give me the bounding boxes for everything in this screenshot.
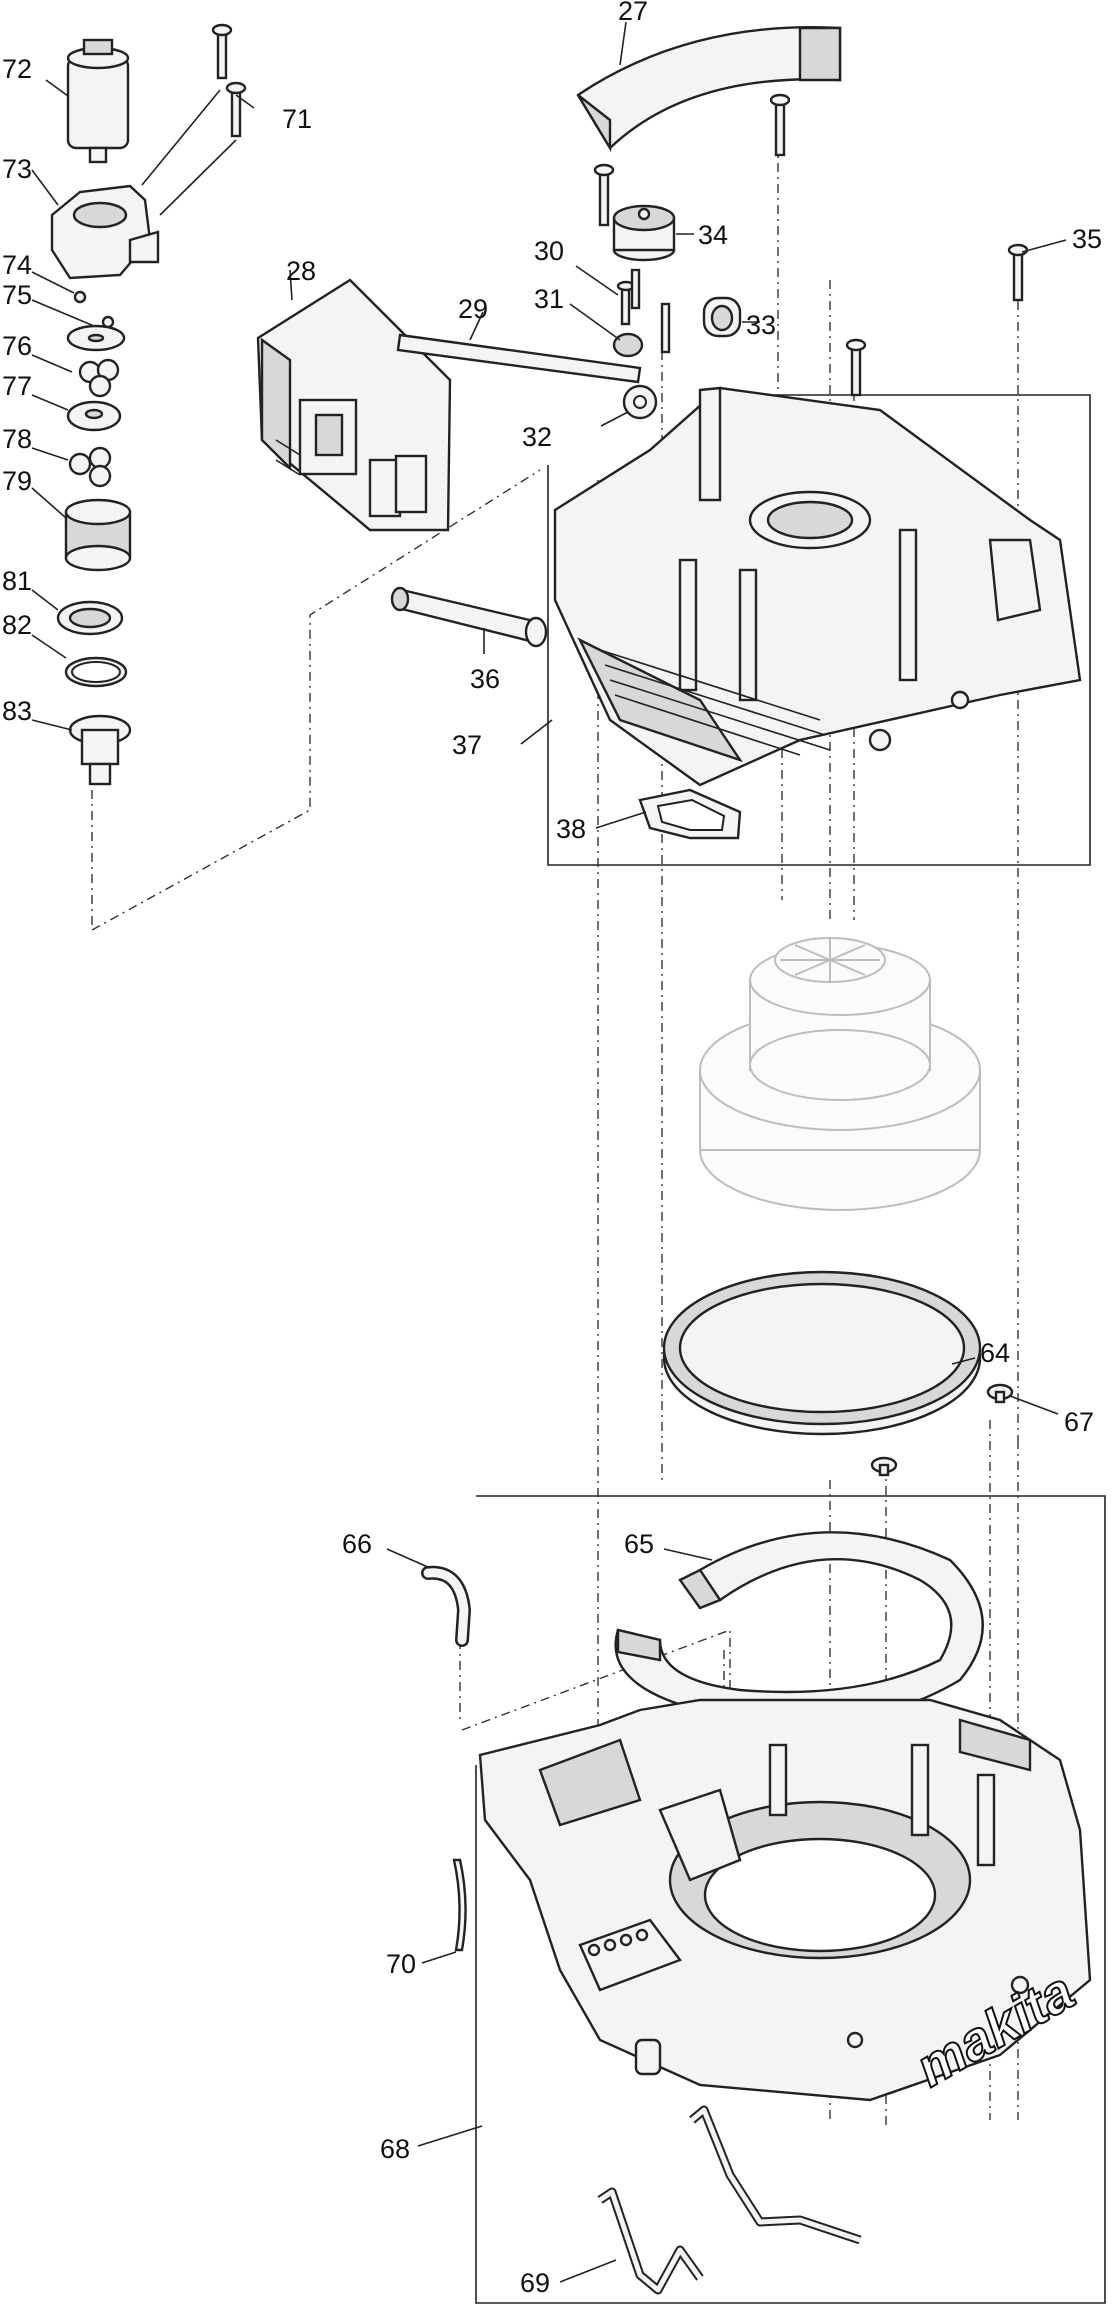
callout-38: 38 [556,814,586,844]
callout-35: 35 [1072,224,1102,254]
callout-83: 83 [2,696,32,726]
small-parts-74-78 [66,290,126,488]
cap-34 [612,204,676,262]
callout-67: 67 [1064,1407,1094,1437]
callout-73: 73 [2,154,32,184]
callout-75: 75 [2,280,32,310]
callout-37: 37 [452,730,482,760]
clip-70 [452,1858,467,1952]
callout-78: 78 [2,424,32,454]
gasket-38 [638,788,742,840]
callout-33: 33 [746,310,776,340]
callout-65: 65 [624,1529,654,1559]
callout-71: 71 [282,104,312,134]
callout-30: 30 [534,236,564,266]
vent-slats [599,649,831,756]
callout-28: 28 [286,256,316,286]
hose-29 [396,333,642,384]
callout-69: 69 [520,2268,550,2298]
callout-27: 27 [618,0,648,26]
callout-70: 70 [386,1949,416,1979]
callout-34: 34 [698,220,728,250]
parts-30-33 [612,268,742,420]
callout-36: 36 [470,664,500,694]
foam-ring-65 [614,1531,984,1724]
upper-housing-37 [553,386,1082,787]
callout-32: 32 [522,422,552,452]
upper-housing-frame [547,394,1091,866]
rings-81-82 [56,600,128,688]
callout-76: 76 [2,331,32,361]
motor-72 [66,38,130,164]
lower-housing-frame [475,1495,1106,2304]
needle-bearing-79 [64,498,132,572]
hose-36 [390,586,548,648]
brackets-69 [597,2105,862,2295]
motor-ring-64 [662,1270,982,1436]
callout-72: 72 [2,54,32,84]
foam-27 [576,26,842,153]
motor-unit-ghost [699,937,981,1211]
callout-81: 81 [2,566,32,596]
gear-housing-73 [50,184,160,280]
callout-82: 82 [2,610,32,640]
callout-68: 68 [380,2134,410,2164]
screws-upper [593,93,1029,397]
callout-66: 66 [342,1529,372,1559]
controller-28 [256,278,452,532]
callout-31: 31 [534,284,564,314]
callout-77: 77 [2,371,32,401]
callout-79: 79 [2,466,32,496]
spindle-83 [68,714,132,786]
hose-66 [421,1565,472,1647]
callout-64: 64 [980,1338,1010,1368]
callout-74: 74 [2,250,32,280]
fasteners-67 [870,1383,1014,1477]
callout-29: 29 [458,294,488,324]
leader-lines [31,21,1067,2283]
screws-71 [211,23,247,138]
lower-housing-68: makita [478,1698,1092,2102]
